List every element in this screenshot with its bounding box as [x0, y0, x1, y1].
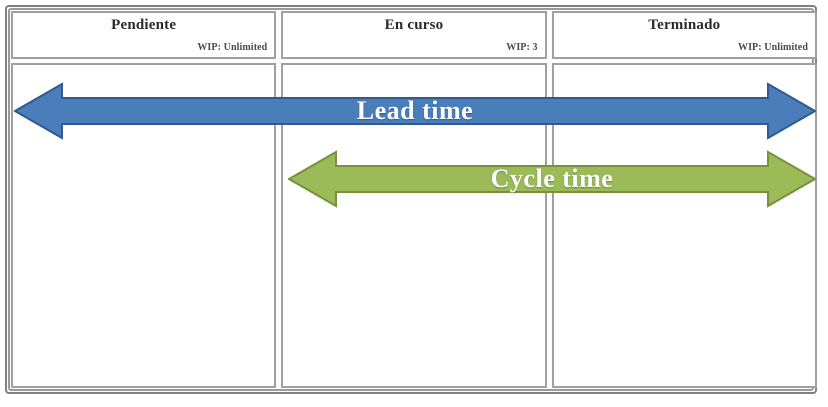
double-headed-arrow-icon	[288, 150, 816, 208]
double-headed-arrow-icon	[14, 82, 816, 140]
cycle-time-arrow[interactable]: Cycle time	[288, 148, 816, 210]
column-title: Terminado	[648, 17, 721, 33]
board-column-pendiente[interactable]: Pendiente WIP: Unlimited	[11, 11, 277, 388]
column-header-pendiente[interactable]: Pendiente WIP: Unlimited	[11, 11, 277, 59]
column-title: En curso	[384, 17, 444, 33]
column-header-en-curso[interactable]: En curso WIP: 3	[281, 11, 547, 59]
lead-time-arrow[interactable]: Lead time	[14, 80, 816, 142]
column-wip-limit: WIP: Unlimited	[737, 42, 808, 53]
column-header-terminado[interactable]: Terminado WIP: Unlimited	[551, 11, 817, 59]
column-wip-limit: WIP: 3	[506, 42, 538, 53]
column-wip-limit: WIP: Unlimited	[197, 42, 268, 53]
column-title: Pendiente	[111, 17, 177, 33]
